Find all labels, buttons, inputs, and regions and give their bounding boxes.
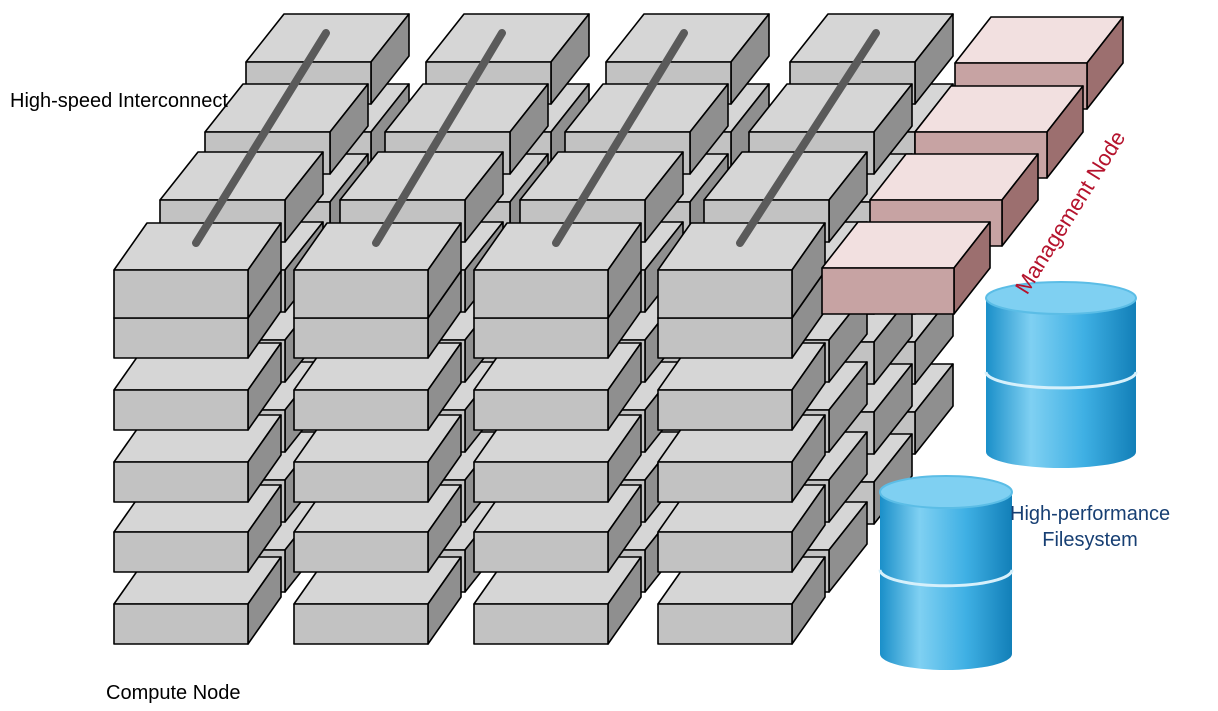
- filesystem-storage: [878, 281, 1138, 670]
- interconnect-label: High-speed Interconnect: [10, 90, 228, 112]
- management-node-stack: [821, 16, 1124, 315]
- storage-cylinder: [984, 281, 1138, 468]
- filesystem-label: High-performance Filesystem: [1010, 501, 1170, 553]
- compute-node-label: Compute Node: [106, 682, 241, 704]
- interconnect-bar: [552, 29, 688, 247]
- compute-node: [657, 222, 826, 319]
- filesystem-label-line1: High-performance: [1010, 503, 1171, 525]
- interconnect-links: [192, 29, 880, 247]
- interconnect-bar: [192, 29, 330, 247]
- management-node: [821, 221, 991, 315]
- filesystem-label-line2: Filesystem: [1042, 529, 1138, 551]
- interconnect-bar: [372, 29, 506, 247]
- interconnect-bar: [736, 29, 880, 247]
- storage-cylinder: [878, 475, 1014, 670]
